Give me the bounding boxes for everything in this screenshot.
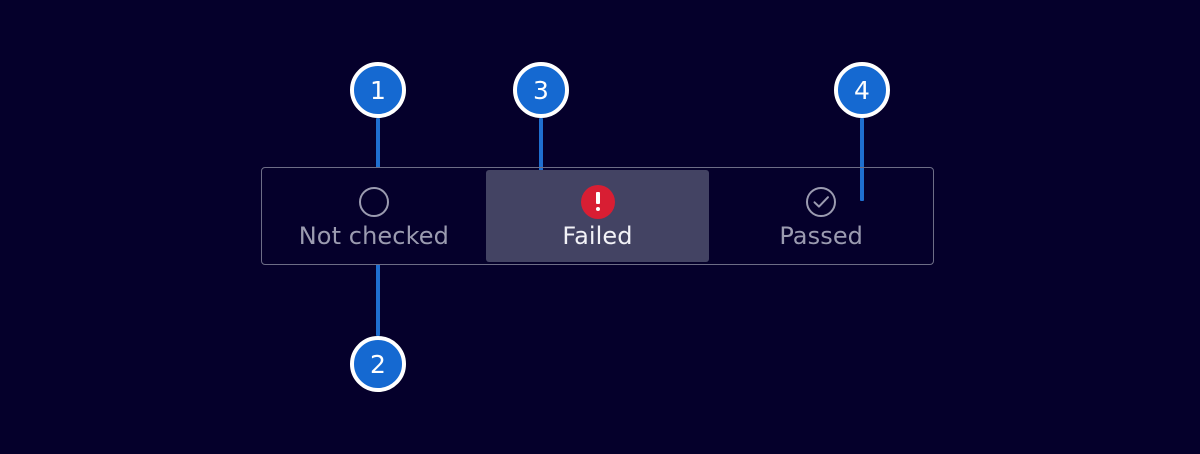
segment-not-checked-label: Not checked — [298, 222, 449, 250]
callout-badge-2-number: 2 — [370, 349, 386, 379]
callout-connector-2 — [376, 264, 380, 336]
callout-badge-1[interactable]: 1 — [350, 62, 406, 118]
callout-badge-4[interactable]: 4 — [834, 62, 890, 118]
segment-failed-label: Failed — [562, 222, 633, 250]
check-status-segmented-control[interactable]: Not checked Failed Passed — [261, 167, 934, 265]
callout-connector-4 — [860, 118, 864, 201]
callout-badge-3-number: 3 — [533, 75, 549, 105]
error-exclamation-icon — [580, 184, 615, 220]
segment-not-checked[interactable]: Not checked — [262, 168, 486, 264]
segment-failed[interactable]: Failed — [485, 170, 710, 262]
callout-badge-3[interactable]: 3 — [513, 62, 569, 118]
callout-connector-3 — [539, 118, 543, 206]
check-circle-icon — [805, 184, 837, 220]
empty-circle-icon — [358, 184, 389, 220]
callout-connector-1 — [376, 118, 380, 168]
callout-badge-4-number: 4 — [854, 75, 870, 105]
segment-passed[interactable]: Passed — [709, 168, 933, 264]
callout-badge-1-number: 1 — [370, 75, 386, 105]
segment-passed-label: Passed — [779, 222, 864, 250]
callout-badge-2[interactable]: 2 — [350, 336, 406, 392]
